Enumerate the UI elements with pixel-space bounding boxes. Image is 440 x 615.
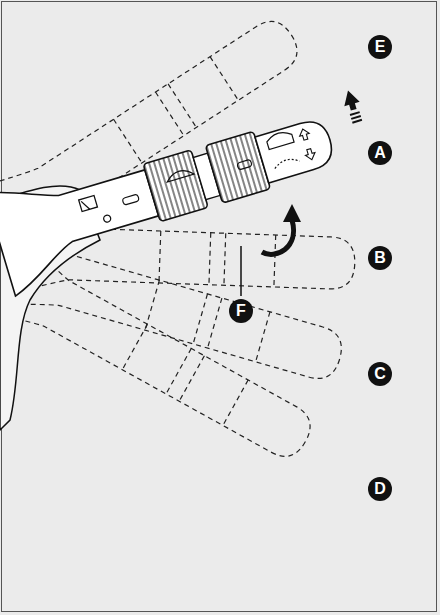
callout-letter: C <box>368 362 392 386</box>
callout-letter: B <box>368 246 392 270</box>
callout-letter: F <box>229 299 253 323</box>
callout-letter: E <box>368 35 392 59</box>
callout-letter: A <box>368 141 392 165</box>
callout-letter: D <box>368 477 392 501</box>
